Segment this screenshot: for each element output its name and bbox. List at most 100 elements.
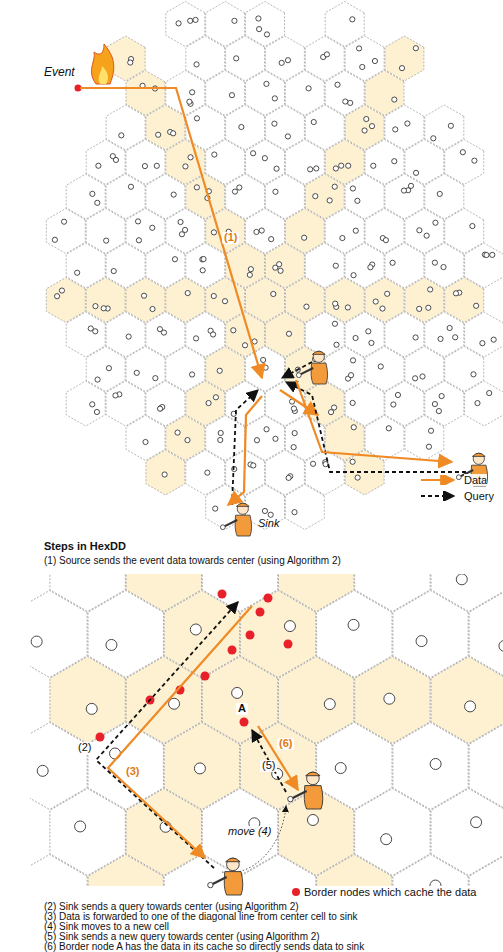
sensor-node bbox=[417, 306, 422, 311]
sensor-node bbox=[213, 506, 218, 511]
sensor-node bbox=[351, 273, 356, 278]
sensor-node bbox=[90, 191, 95, 196]
callout-label: (3) bbox=[124, 766, 141, 778]
callout-label: A bbox=[236, 703, 248, 715]
sensor-node bbox=[413, 46, 418, 51]
sensor-node bbox=[182, 227, 187, 232]
sensor-node bbox=[142, 163, 147, 168]
sensor-node bbox=[416, 636, 427, 647]
sensor-node bbox=[247, 272, 252, 277]
sensor-node bbox=[285, 134, 290, 139]
sensor-node bbox=[408, 183, 413, 188]
hex-cell bbox=[240, 855, 315, 887]
sensor-node bbox=[360, 64, 365, 69]
sensor-node bbox=[323, 462, 328, 467]
sensor-node bbox=[134, 370, 139, 375]
sensor-node bbox=[345, 305, 350, 310]
data-arrow bbox=[80, 88, 262, 378]
sensor-node bbox=[157, 406, 162, 411]
sensor-node bbox=[364, 116, 369, 121]
sensor-node bbox=[332, 405, 337, 410]
sensor-node bbox=[310, 461, 315, 466]
sensor-node bbox=[128, 60, 133, 65]
legend-item: Query bbox=[420, 490, 494, 502]
legend-text: Query bbox=[464, 490, 494, 502]
legend-sample bbox=[420, 491, 460, 501]
sensor-node bbox=[335, 763, 346, 774]
sensor-node bbox=[101, 306, 106, 311]
sensor-node bbox=[205, 470, 210, 475]
sensor-node bbox=[193, 336, 198, 341]
sensor-node bbox=[284, 621, 295, 632]
sensor-node bbox=[426, 444, 431, 449]
sink-figure bbox=[456, 453, 487, 486]
sensor-node bbox=[472, 158, 477, 163]
sensor-node bbox=[480, 341, 485, 346]
sink-figure bbox=[296, 351, 327, 384]
sensor-node bbox=[111, 268, 116, 273]
sensor-node bbox=[194, 185, 199, 190]
sensor-node bbox=[327, 198, 332, 203]
sensor-node bbox=[439, 394, 444, 399]
sensor-node bbox=[311, 119, 316, 124]
sensor-node bbox=[211, 230, 216, 235]
sensor-node bbox=[456, 574, 467, 585]
sensor-node bbox=[239, 124, 244, 129]
border-node bbox=[264, 594, 273, 603]
sensor-node bbox=[190, 90, 195, 95]
hex-cell bbox=[285, 485, 324, 530]
sensor-node bbox=[104, 238, 109, 243]
sensor-node bbox=[369, 340, 374, 345]
hex-grid bbox=[46, 2, 503, 530]
sensor-node bbox=[307, 814, 318, 825]
sink-figure bbox=[208, 858, 243, 895]
sensor-node bbox=[372, 58, 377, 63]
step-text: (1) Source sends the event data towards … bbox=[44, 556, 341, 567]
legend-item: Border nodes which cache the data bbox=[292, 886, 476, 898]
sensor-node bbox=[75, 821, 86, 832]
sensor-node bbox=[59, 288, 64, 293]
sensor-node bbox=[162, 472, 167, 477]
sensor-node bbox=[348, 100, 353, 105]
sensor-node bbox=[401, 188, 406, 193]
sensor-node bbox=[136, 238, 141, 243]
callout-label: (2) bbox=[76, 742, 93, 754]
sensor-node bbox=[499, 640, 503, 651]
sensor-node bbox=[353, 335, 358, 340]
sink-figure bbox=[288, 772, 323, 809]
sensor-node bbox=[291, 406, 296, 411]
sensor-node bbox=[172, 257, 177, 262]
move-path bbox=[222, 806, 286, 873]
sensor-node bbox=[405, 121, 410, 126]
sensor-node bbox=[212, 152, 217, 157]
sensor-node bbox=[188, 155, 193, 160]
query-arrow bbox=[96, 602, 238, 868]
sensor-node bbox=[153, 376, 158, 381]
border-node bbox=[246, 631, 255, 640]
sensor-node bbox=[194, 763, 205, 774]
sensor-node bbox=[348, 373, 353, 378]
sensor-node bbox=[292, 431, 297, 436]
sensor-node bbox=[324, 52, 329, 57]
sensor-node bbox=[262, 508, 267, 513]
sensor-node bbox=[113, 157, 118, 162]
sensor-node bbox=[119, 133, 124, 138]
sensor-node bbox=[88, 326, 93, 331]
sensor-node bbox=[313, 194, 318, 199]
border-node bbox=[240, 718, 249, 727]
border-node bbox=[284, 640, 293, 649]
sensor-node bbox=[428, 287, 433, 292]
sensor-node bbox=[232, 687, 243, 698]
sensor-node bbox=[231, 328, 236, 333]
sensor-node bbox=[254, 229, 259, 234]
sensor-node bbox=[256, 16, 261, 21]
sensor-node bbox=[274, 166, 279, 171]
sensor-node bbox=[413, 170, 418, 175]
sensor-node bbox=[491, 337, 496, 342]
callout-label: Sink bbox=[258, 518, 279, 530]
sensor-node bbox=[447, 325, 452, 330]
sensor-node bbox=[430, 758, 441, 769]
sensor-node bbox=[308, 167, 313, 172]
sensor-node bbox=[143, 439, 148, 444]
